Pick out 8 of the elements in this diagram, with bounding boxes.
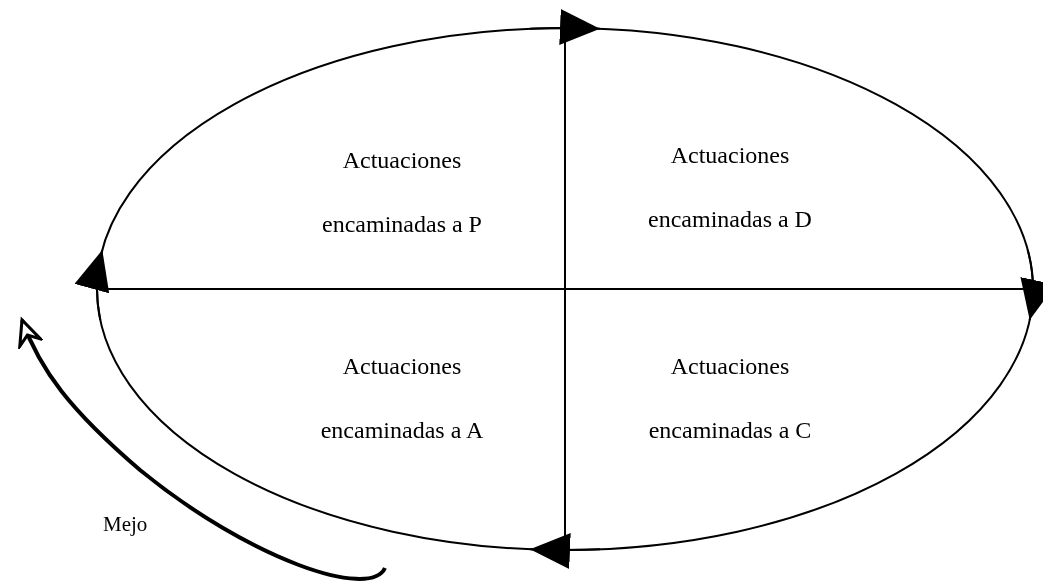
cycle-arrow — [76, 249, 112, 321]
cycle-arrow — [529, 9, 601, 46]
quadrant-text: Actuaciones encaminadas a C — [647, 352, 813, 445]
cycle-arrow — [529, 532, 601, 569]
quadrant-text: Actuaciones encaminadas a A — [319, 352, 485, 445]
cycle-label: Mejo — [103, 512, 148, 537]
quadrant-text: Actuaciones encaminadas a D — [647, 141, 813, 234]
quadrant-text: Actuaciones encaminadas a P — [321, 146, 483, 239]
